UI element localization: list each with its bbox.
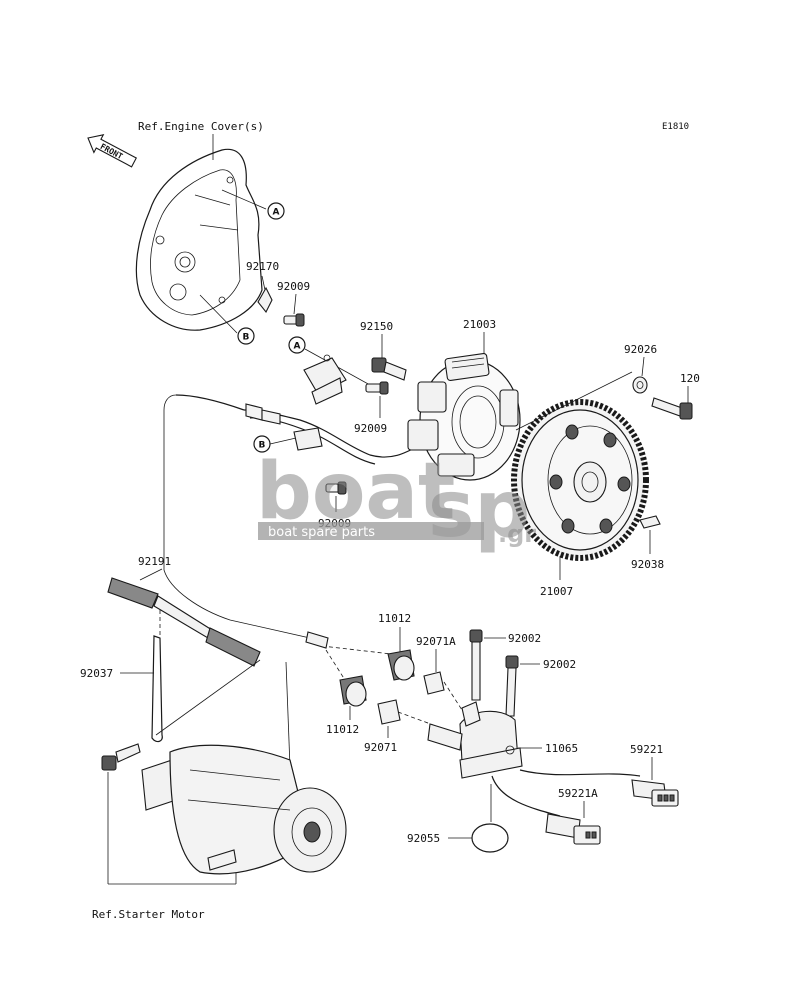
part-11012-low: 11012 xyxy=(326,723,359,736)
bolt-92009-low xyxy=(325,481,347,495)
part-21003: 21003 xyxy=(463,318,496,331)
o-ring-92055 xyxy=(471,823,509,853)
bolt-92002-mid xyxy=(505,655,519,717)
bolt-120 xyxy=(651,397,693,420)
stud-92191 xyxy=(107,577,261,667)
starter-motor xyxy=(141,744,347,875)
flywheel-21007 xyxy=(511,399,649,561)
front-arrow-icon: FRONT xyxy=(87,134,138,168)
connector-small xyxy=(305,631,329,649)
part-11012-top: 11012 xyxy=(378,612,411,625)
connector-59221 xyxy=(631,779,679,807)
band-92037 xyxy=(151,635,163,743)
stator-21003 xyxy=(407,353,521,481)
part-92170: 92170 xyxy=(246,260,279,273)
part-92037: 92037 xyxy=(80,667,113,680)
watermark-tagline: boat spare parts xyxy=(268,525,375,540)
starter-bolt xyxy=(101,743,141,771)
bolt-92009-top xyxy=(283,313,305,327)
part-92191: 92191 xyxy=(138,555,171,568)
part-11065: 11065 xyxy=(545,742,578,755)
thermostat-housing-11065 xyxy=(427,701,523,779)
ref-starter-motor-label: Ref.Starter Motor xyxy=(92,908,205,921)
washer-92026 xyxy=(632,376,648,394)
part-92150: 92150 xyxy=(360,320,393,333)
part-59221: 59221 xyxy=(630,743,663,756)
diagram-code: E1810 xyxy=(662,122,689,132)
connector-59221A xyxy=(545,813,601,845)
part-92002-mid: 92002 xyxy=(543,658,576,671)
part-21007: 21007 xyxy=(540,585,573,598)
bolt-92150 xyxy=(371,357,407,381)
cap-11012-low xyxy=(339,675,367,707)
ref-engine-cover-label: Ref.Engine Cover(s) xyxy=(138,120,264,133)
cap-11012-top xyxy=(387,649,415,681)
part-92026: 92026 xyxy=(624,343,657,356)
sensor-92071A xyxy=(423,671,445,695)
marker-b-top: B xyxy=(237,327,255,345)
marker-a-mid: A xyxy=(288,336,306,354)
svg-text:A: A xyxy=(294,342,301,352)
part-120: 120 xyxy=(680,372,700,385)
bolt-92002-top xyxy=(469,629,483,701)
watermark-tld: .gr xyxy=(498,520,536,548)
engine-cover-drawing xyxy=(135,148,263,331)
part-92038: 92038 xyxy=(631,558,664,571)
svg-text:B: B xyxy=(259,441,266,451)
part-92002-top: 92002 xyxy=(508,632,541,645)
svg-text:A: A xyxy=(273,208,280,218)
svg-text:B: B xyxy=(243,333,250,343)
key-92038 xyxy=(639,515,661,529)
part-92009-top: 92009 xyxy=(277,280,310,293)
part-92071A: 92071A xyxy=(416,635,456,648)
part-92055: 92055 xyxy=(407,832,440,845)
watermark-logo: boat sp .gr boat spare parts xyxy=(256,447,536,555)
part-92009-mid: 92009 xyxy=(354,422,387,435)
part-92071: 92071 xyxy=(364,741,397,754)
bolt-92009-mid xyxy=(365,381,389,395)
sensor-92071 xyxy=(377,699,401,725)
pickup-coil xyxy=(303,354,347,405)
part-59221A: 59221A xyxy=(558,787,598,800)
marker-a-top: A xyxy=(267,202,285,220)
